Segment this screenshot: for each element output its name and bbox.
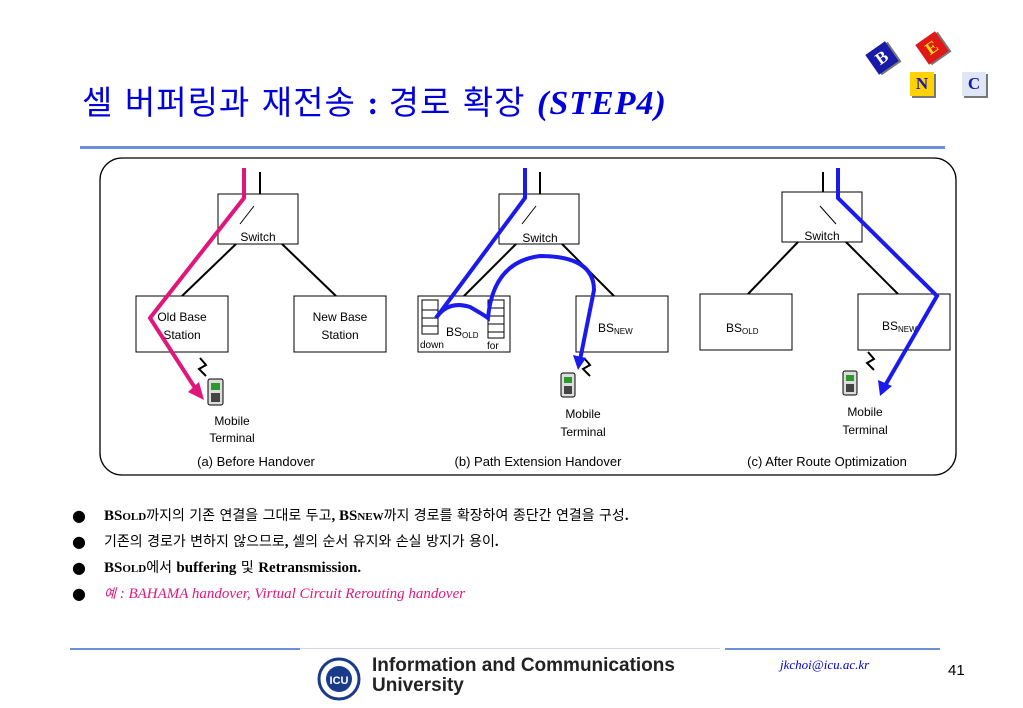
new-station-line1: New Base — [313, 310, 368, 324]
bullet-list: ● BSOLD까지의 기존 연결을 그대로 두고, BSNEW까지 경로를 확장… — [72, 505, 932, 609]
institution-line1: Information and Communications — [372, 655, 675, 676]
icu-logo-text: ICU — [330, 675, 349, 687]
caption-c: (c) After Route Optimization — [747, 454, 907, 469]
radio-signal-icon-c — [865, 351, 876, 371]
terminal-label-a2: Terminal — [209, 431, 254, 445]
title-step: (STEP4) — [537, 85, 667, 122]
title-colon: : — [367, 86, 389, 122]
old-station-line2: Station — [163, 328, 200, 342]
old-path-arrowhead-a — [188, 382, 204, 400]
institution-line2: University — [372, 675, 464, 696]
new-path-b-down — [434, 168, 527, 320]
radio-signal-icon-a — [197, 357, 208, 377]
bullet-text-4: 예 : BAHAMA handover, Virtual Circuit Rer… — [104, 586, 466, 602]
terminal-label-c1: Mobile — [847, 405, 883, 419]
new-path-c — [836, 168, 940, 386]
bs-new-label-c: BSNEW — [882, 319, 917, 334]
link-b-old — [463, 243, 517, 297]
new-base-station-a — [293, 295, 387, 353]
new-path-arrowhead-c — [878, 380, 892, 396]
caption-a: (a) Before Handover — [197, 454, 315, 469]
switch-a — [217, 193, 299, 245]
logo-tile-c: C — [962, 72, 986, 96]
panel-b: Switch BSOLD down for BSNEW Mobile Te — [417, 168, 669, 469]
new-path-arrowhead-b — [573, 355, 586, 370]
caption-b: (b) Path Extension Handover — [455, 454, 623, 469]
terminal-label-b1: Mobile — [565, 407, 601, 421]
bullet-item-3: ● BSOLD에서 buffering 및 Retransmission. — [72, 557, 932, 583]
switch-label-b: Switch — [522, 231, 557, 245]
author-email: jkchoi@icu.ac.kr — [780, 657, 870, 672]
for-label: for — [487, 341, 499, 352]
bullet-dot: ● — [72, 558, 86, 577]
panel-c: Switch BSOLD BSNEW Mobile Terminal (c) A… — [699, 168, 951, 469]
old-station-line1: Old Base — [157, 310, 207, 324]
bs-old-label-b: BSOLD — [446, 325, 479, 340]
page-title: 셀 버퍼링과 재전송 : 경로 확장 (STEP4) — [82, 76, 667, 124]
link-c-new — [845, 241, 899, 295]
bullet-dot: ● — [72, 584, 86, 603]
link-a-new — [281, 243, 337, 297]
benc-logo: B E N C — [865, 31, 986, 104]
old-path-a — [147, 168, 246, 393]
terminal-label-a1: Mobile — [214, 414, 250, 428]
mobile-phone-icon-c — [842, 370, 858, 396]
icu-logo-icon: ICU — [317, 657, 361, 701]
down-label: down — [420, 340, 444, 351]
radio-signal-icon-b — [581, 357, 592, 377]
mobile-phone-icon-b — [560, 372, 576, 398]
bs-old-c — [699, 293, 793, 351]
institution-name: Information and Communications Universit… — [372, 656, 675, 696]
link-a-old — [181, 243, 237, 297]
bs-new-label-b: BSNEW — [598, 321, 633, 336]
bullet-text-1: BSOLD까지의 기존 연결을 그대로 두고, BSNEW까지 경로를 확장하여… — [104, 508, 629, 524]
page-number: 41 — [948, 662, 965, 679]
footer-rule-left — [70, 648, 300, 650]
bullet-dot: ● — [72, 532, 86, 551]
switch-label-a: Switch — [240, 230, 275, 244]
old-base-station-a — [135, 295, 229, 353]
switch-arrow-a — [239, 205, 255, 225]
switch-arrow-b — [521, 205, 537, 225]
new-path-b-extension — [434, 253, 597, 361]
footer-rule-right — [725, 648, 940, 650]
mobile-phone-icon-a — [207, 378, 224, 406]
bullet-dot: ● — [72, 506, 86, 525]
panel-a: Switch Old Base Station New Base Station… — [135, 168, 387, 469]
link-c-old — [747, 241, 799, 295]
bullet-text-3: BSOLD에서 buffering 및 Retransmission. — [104, 560, 362, 576]
bs-new-c — [857, 293, 951, 351]
bs-old-label-c: BSOLD — [726, 321, 759, 336]
diagram-frame — [99, 157, 957, 476]
logo-tile-n: N — [910, 72, 934, 96]
bullet-item-1: ● BSOLD까지의 기존 연결을 그대로 두고, BSNEW까지 경로를 확장… — [72, 505, 932, 531]
terminal-label-b2: Terminal — [560, 425, 605, 439]
switch-label-c: Switch — [804, 229, 839, 243]
title-main: 셀 버퍼링과 재전송 — [82, 83, 368, 122]
title-underline — [80, 146, 945, 149]
new-station-line2: Station — [321, 328, 358, 342]
switch-c — [781, 191, 863, 243]
terminal-label-c2: Terminal — [842, 423, 887, 437]
footer-rule-center — [300, 648, 720, 649]
title-rest: 경로 확장 — [388, 83, 538, 122]
bullet-text-2: 기존의 경로가 변하지 않으므로, 셀의 순서 유지와 손실 방지가 용이. — [104, 534, 499, 550]
switch-arrow-c — [819, 205, 837, 225]
bullet-item-2: ● 기존의 경로가 변하지 않으므로, 셀의 순서 유지와 손실 방지가 용이. — [72, 531, 932, 557]
switch-b — [498, 193, 580, 245]
bullet-item-4: ● 예 : BAHAMA handover, Virtual Circuit R… — [72, 583, 932, 609]
